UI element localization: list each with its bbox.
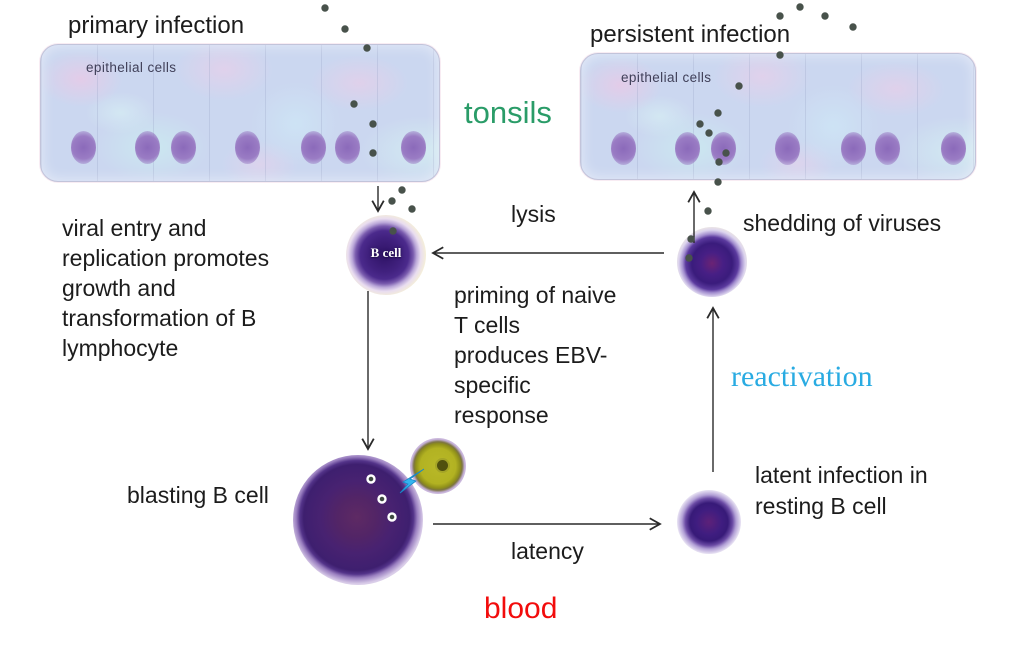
virus-particle-dot: [735, 82, 743, 90]
priming-text: priming of naive T cells produces EBV- s…: [454, 280, 616, 430]
virus-particle-dot: [389, 227, 397, 235]
virus-particle-dot: [714, 178, 722, 186]
latency-label: latency: [511, 538, 584, 564]
virus-particle-dot: [796, 3, 804, 11]
virus-particle-dot: [696, 120, 704, 128]
t-cell-nucleus: [437, 460, 448, 471]
infected-b-cell: B cell: [346, 215, 426, 295]
epithelial-nucleus: [301, 131, 326, 164]
blasting-b-cell: [293, 455, 423, 585]
virus-particle-dot: [388, 197, 396, 205]
epithelial-nucleus: [401, 131, 426, 164]
virus-particle-dot: [369, 149, 377, 157]
primary-infection-title: primary infection: [68, 12, 245, 39]
shedding-of-viruses-label: shedding of viruses: [743, 210, 942, 236]
epithelial-nucleus: [71, 131, 96, 164]
priming-text-line: response: [454, 402, 549, 428]
epithelial-panel-persistent: epithelial cells: [580, 53, 976, 180]
virus-particle-dot: [687, 235, 695, 243]
viral-entry-text-line: transformation of B: [62, 305, 257, 331]
virus-particle-dot-ringed: [387, 512, 397, 522]
latent-infection-text-line: resting B cell: [755, 493, 887, 519]
blood-label: blood: [484, 592, 558, 625]
persistent-infection-title: persistent infection: [590, 21, 791, 48]
priming-text-line: T cells: [454, 312, 521, 338]
virus-particle-dot-ringed: [377, 494, 387, 504]
virus-particle-dot: [849, 23, 857, 31]
epithelial-nucleus: [841, 132, 866, 165]
viral-entry-text-line: lymphocyte: [62, 335, 179, 361]
virus-particle-dot: [704, 207, 712, 215]
virus-particle-dot: [776, 12, 784, 20]
virus-particle-dot: [705, 129, 713, 137]
virus-particle-dot: [321, 4, 329, 12]
epithelial-nucleus: [611, 132, 636, 165]
epithelial-panel-primary: epithelial cells: [40, 44, 440, 182]
epithelial-cells-label: epithelial cells: [621, 70, 712, 85]
latent-infection-text-line: latent infection in: [755, 462, 928, 488]
virus-particle-dot: [821, 12, 829, 20]
virus-particle-dot: [685, 254, 693, 262]
t-cell: [410, 438, 466, 494]
viral-entry-text-line: growth and: [62, 275, 176, 301]
epithelial-nucleus: [335, 131, 360, 164]
virus-particle-dot: [363, 44, 371, 52]
priming-text-line: produces EBV-: [454, 342, 608, 368]
activation-bolt-icon: [399, 468, 425, 494]
virus-particle-dot: [715, 158, 723, 166]
priming-text-line: specific: [454, 372, 531, 398]
epithelial-nucleus: [941, 132, 966, 165]
epithelial-nucleus: [171, 131, 196, 164]
virus-particle-dot: [341, 25, 349, 33]
tonsils-label: tonsils: [464, 95, 552, 130]
virus-particles: [321, 3, 857, 522]
epithelial-nucleus: [135, 131, 160, 164]
virus-particle-dot: [398, 186, 406, 194]
virus-particle-dot: [722, 149, 730, 157]
viral-entry-text: viral entry and replication promotes gro…: [62, 213, 269, 363]
b-cell-label: B cell: [370, 245, 402, 260]
virus-particle-dot: [776, 51, 784, 59]
epithelial-nucleus: [675, 132, 700, 165]
virus-particle-dot: [714, 109, 722, 117]
epithelial-nucleus: [775, 132, 800, 165]
virus-particle-dot: [408, 205, 416, 213]
reactivation-label: reactivation: [731, 360, 873, 393]
virus-particle-dot-ringed: [366, 474, 376, 484]
epithelial-cells-label: epithelial cells: [86, 60, 177, 75]
epithelial-nucleus: [711, 132, 736, 165]
latent-infection-text: latent infection in resting B cell: [755, 460, 928, 522]
viral-entry-text-line: replication promotes: [62, 245, 270, 271]
epithelial-nucleus: [875, 132, 900, 165]
epithelial-nucleus: [235, 131, 260, 164]
virus-particle-dot: [350, 100, 358, 108]
viral-entry-text-line: viral entry and: [62, 215, 207, 241]
priming-text-line: priming of naive: [454, 282, 617, 308]
virus-particle-dot: [369, 120, 377, 128]
blasting-b-cell-label: blasting B cell: [127, 482, 269, 508]
lysis-label: lysis: [511, 201, 556, 227]
resting-b-cell: [677, 490, 741, 554]
